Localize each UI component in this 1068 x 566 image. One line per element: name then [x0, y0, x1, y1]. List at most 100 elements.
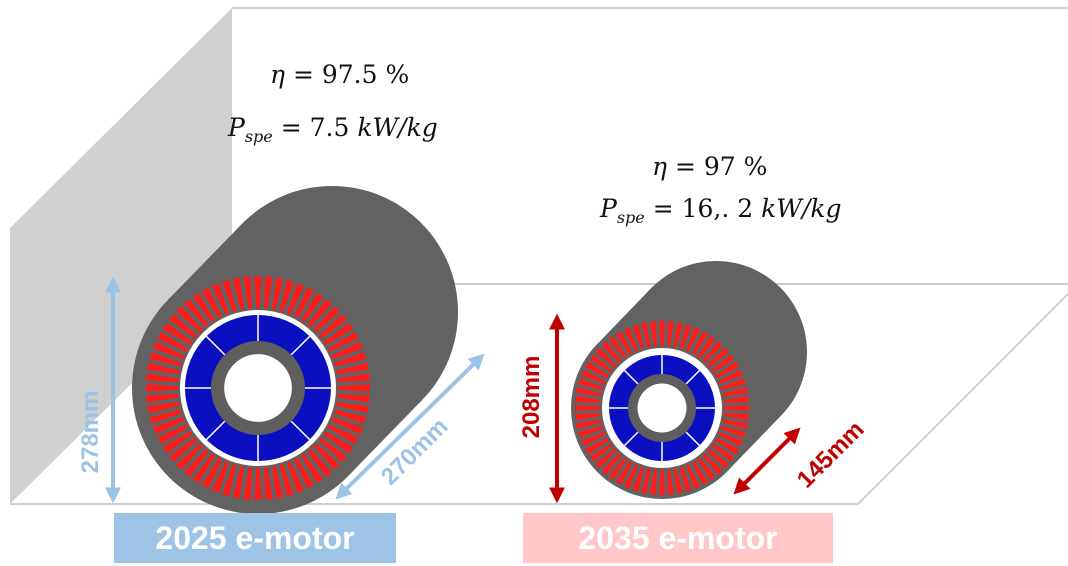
- motor-2025-stator-slot: [147, 401, 180, 414]
- motor-2025-stator-slot: [153, 416, 185, 435]
- motor-2035-rotor-divider: [623, 369, 639, 385]
- motor-2025-stator-slot: [264, 276, 273, 309]
- motor-2035-stator-slot: [707, 448, 729, 469]
- motor-2035-stator-slot: [589, 443, 613, 462]
- motor-2035-bore: [637, 383, 687, 433]
- motor-2035-stator-slot: [702, 453, 723, 475]
- motor-2035-stator-slot: [615, 331, 633, 356]
- motor-2025-stator-slot: [192, 453, 216, 484]
- motor-2035-stator-slot: [623, 464, 639, 489]
- height-label-2025: 278mm: [77, 391, 104, 474]
- motor-2035-stator-slot: [714, 361, 739, 379]
- motor-2035-stator-slot: [585, 437, 610, 455]
- motor-2035-stator-slot: [578, 425, 604, 438]
- length-arrow-2035: [733, 427, 801, 495]
- motor-2025-stator-slot: [202, 457, 222, 489]
- motor-2025-stator-slot: [162, 430, 193, 454]
- motor-2025-stator-slot: [149, 352, 182, 367]
- motor-2035-stator-slot: [576, 419, 602, 430]
- motor-2025-stator-slot: [146, 373, 179, 382]
- motor-2025-stator-slot: [254, 467, 262, 500]
- motor-2035-stator-slot: [608, 457, 627, 481]
- motor-2025-stator-slot: [157, 424, 189, 444]
- motor-2035-stator-slot: [640, 322, 651, 348]
- motor-2025-bore: [224, 354, 292, 422]
- motor-2025-stator-slot: [222, 279, 237, 312]
- motor-2035-stator-slot: [581, 369, 606, 385]
- motor-2035-stator-slot: [608, 335, 627, 359]
- motor-2025-stator-slot: [294, 457, 314, 489]
- motor-2035-stator-slot: [679, 324, 692, 350]
- motor-2025-stator-slot: [254, 276, 262, 309]
- motor-2035-stator-slot: [720, 378, 746, 391]
- motor-2035-stator-slot: [666, 321, 675, 347]
- motor-2035-stator-slot: [685, 464, 701, 489]
- label-2035-text: 2035 e-motor: [578, 519, 778, 556]
- length-label-2035: 145mm: [792, 416, 870, 494]
- motor-2035-stator-slot: [601, 341, 622, 363]
- motor-2035-stator-slot: [673, 322, 684, 348]
- motor-2025-stator-slot: [307, 299, 332, 328]
- motor-2025-stator-slot: [279, 464, 294, 497]
- motor-2035-stator-slot: [601, 453, 622, 475]
- motor-2025-stator-slot: [313, 443, 340, 470]
- motor-2035-rotor-divider: [685, 431, 701, 447]
- specific-power-2025: Pspe = 7.5 kW/kg: [228, 113, 438, 146]
- motor-2035-stator-slot: [697, 457, 716, 481]
- motor-2035-stator-slot: [723, 412, 749, 421]
- motor-2025-stator-slot: [184, 448, 209, 477]
- motor-2025-stator-slot: [271, 277, 284, 310]
- motor-2025-stator-slot: [192, 292, 216, 323]
- motor-2035-stator-slot: [581, 431, 606, 447]
- motor-2025-stator-slot: [243, 467, 252, 500]
- motor-2025-stator-slot: [264, 467, 273, 500]
- motor-2035-stator-slot: [632, 466, 645, 492]
- motor-2025-stator-slot: [323, 322, 354, 346]
- motor-2035-rotor-divider: [685, 369, 701, 385]
- motor-2035-stator: [575, 321, 749, 495]
- motor-2025-stator-slot: [294, 287, 314, 319]
- motor-2035-rotor-segments: [609, 355, 715, 461]
- motor-2025-stator-slot: [313, 306, 340, 333]
- motor-2035-stator-slot: [679, 466, 692, 492]
- motor-2025-stator-slot: [222, 464, 237, 497]
- motor-2025-stator-slot: [279, 279, 294, 312]
- motor-2035-stator-slot: [718, 369, 743, 385]
- motor-2025-stator-slot: [300, 292, 324, 323]
- motor-2035-stator-slot: [711, 354, 735, 373]
- motor-2035-stator-slot: [722, 419, 748, 430]
- label-2035-e-motor: 2035 e-motor: [523, 513, 833, 563]
- motor-2035-stator-slot: [575, 404, 601, 412]
- motor-2035-stator-slot: [632, 324, 645, 350]
- motor-2035: [571, 261, 807, 499]
- label-2025-e-motor: 2025 e-motor: [114, 513, 396, 563]
- motor-2035-stator-slot: [691, 460, 709, 485]
- motor-2035-stator-slot: [685, 327, 701, 352]
- motor-2025-rotor-segments: [185, 315, 331, 461]
- motor-2035-stator-slot: [711, 443, 735, 462]
- motor-2035-stator-slot: [723, 395, 749, 404]
- motor-2035-stator-slot: [575, 395, 601, 404]
- motor-2035-stator-slot: [589, 354, 613, 373]
- motor-2025-stator-slot: [202, 287, 222, 319]
- efficiency-2025: η = 97.5 %: [270, 60, 410, 89]
- motor-2025-rotor-divider: [290, 335, 311, 356]
- motor-2025-stator-slot: [232, 277, 245, 310]
- length-arrow-2025: [335, 353, 485, 500]
- motor-2035-stator-slot: [585, 361, 610, 379]
- motor-2025-stator-slot: [146, 384, 179, 392]
- back-wall: [10, 8, 232, 504]
- motor-2025-stator-slot: [184, 299, 209, 328]
- motor-2025-stator-slot: [162, 322, 193, 346]
- motor-2035-stator-slot: [649, 321, 658, 347]
- motor-2035-stator-slot: [623, 327, 639, 352]
- motor-2025-stator-slot: [271, 466, 284, 499]
- motor-2035-front-face: [571, 317, 753, 499]
- motor-2025-stator-slot: [211, 283, 230, 315]
- motor-2025-stator-slot: [146, 394, 179, 403]
- motor-2035-stator-slot: [595, 448, 617, 469]
- motor-2035-stator-slot: [714, 437, 739, 455]
- motor-2025-stator-slot: [286, 283, 305, 315]
- motor-2025-stator-slot: [153, 341, 185, 360]
